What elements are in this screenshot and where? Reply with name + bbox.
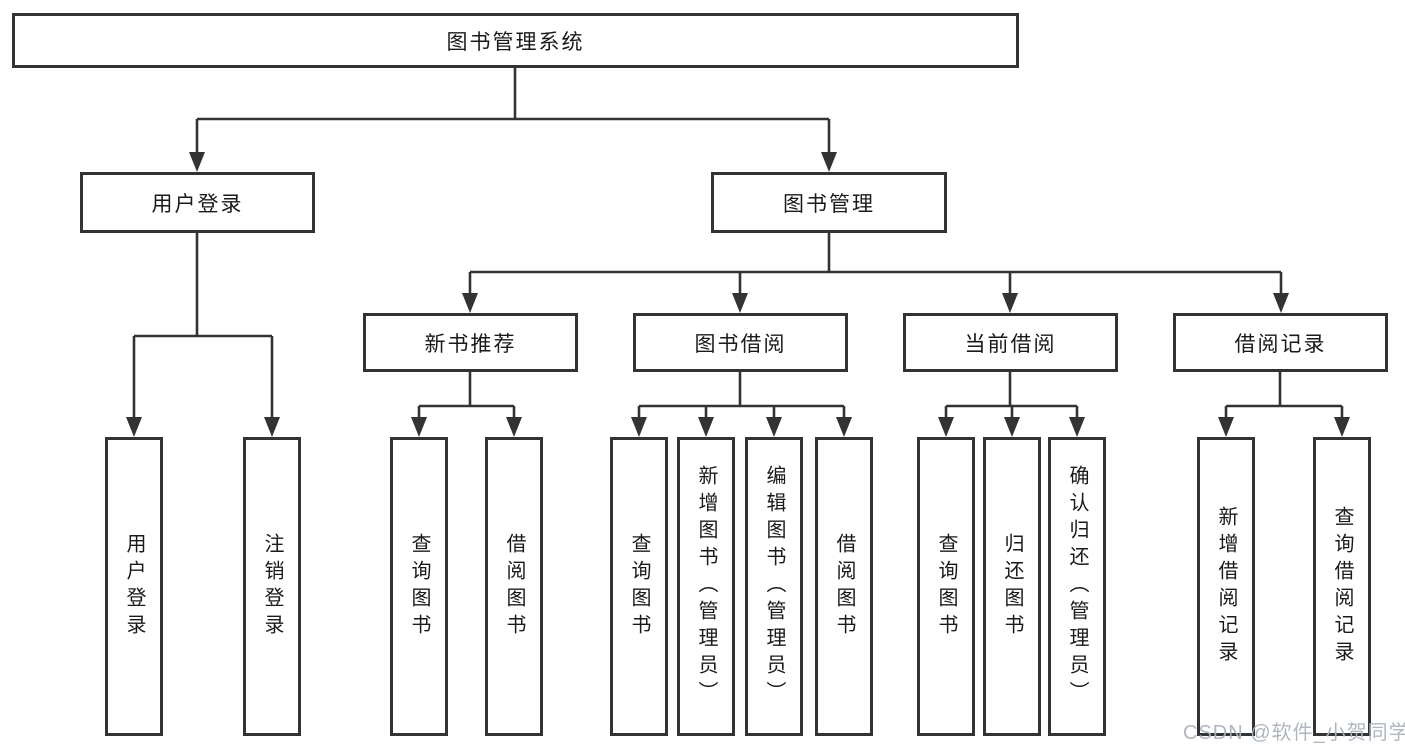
node-borrow-records: 借阅记录 (1173, 313, 1388, 372)
leaf-borrow-books: 借阅图书 (815, 437, 873, 736)
leaf-user-login-label: 用户登录 (123, 532, 145, 641)
leaf-logout-label: 注销登录 (261, 532, 283, 641)
leaf-borrow-query-books: 查询图书 (610, 437, 668, 736)
leaf-borrow-query-books-label: 查询图书 (628, 532, 650, 641)
node-new-book-recommend-label: 新书推荐 (424, 332, 517, 356)
leaf-user-login: 用户登录 (105, 437, 163, 736)
leaf-logout: 注销登录 (243, 437, 301, 736)
leaf-current-query-books-label: 查询图书 (935, 532, 957, 641)
node-book-management-label: 图书管理 (783, 192, 875, 216)
leaf-return-books: 归还图书 (983, 437, 1041, 736)
node-book-management: 图书管理 (711, 172, 947, 233)
leaf-edit-books-admin: 编辑图书（管理员） (745, 437, 803, 736)
leaf-add-borrow-record: 新增借阅记录 (1197, 437, 1255, 736)
node-user-login-label: 用户登录 (151, 192, 244, 216)
leaf-recommend-borrow-books-label: 借阅图书 (503, 532, 525, 641)
arrowheads (126, 152, 1350, 437)
leaf-recommend-query-books-label: 查询图书 (408, 532, 430, 641)
node-user-login: 用户登录 (80, 172, 315, 233)
node-book-borrow-label: 图书借阅 (694, 332, 787, 356)
node-root-label: 图书管理系统 (446, 30, 585, 54)
leaf-query-borrow-record-label: 查询借阅记录 (1331, 505, 1353, 668)
leaf-current-query-books: 查询图书 (917, 437, 975, 736)
leaf-recommend-query-books: 查询图书 (390, 437, 448, 736)
leaf-confirm-return-admin: 确认归还（管理员） (1048, 437, 1106, 736)
node-borrow-records-label: 借阅记录 (1234, 332, 1327, 356)
leaf-confirm-return-admin-label: 确认归还（管理员） (1066, 465, 1088, 708)
node-current-borrow: 当前借阅 (903, 313, 1118, 372)
node-new-book-recommend: 新书推荐 (363, 313, 578, 372)
node-book-borrow: 图书借阅 (633, 313, 848, 372)
leaf-return-books-label: 归还图书 (1001, 532, 1023, 641)
leaf-add-borrow-record-label: 新增借阅记录 (1215, 505, 1237, 668)
leaf-query-borrow-record: 查询借阅记录 (1313, 437, 1371, 736)
leaf-edit-books-admin-label: 编辑图书（管理员） (763, 465, 785, 708)
leaf-borrow-books-label: 借阅图书 (833, 532, 855, 641)
node-root-system: 图书管理系统 (12, 13, 1019, 68)
node-current-borrow-label: 当前借阅 (964, 332, 1057, 356)
leaf-add-books-admin-label: 新增图书（管理员） (695, 465, 717, 708)
leaf-add-books-admin: 新增图书（管理员） (677, 437, 735, 736)
leaf-recommend-borrow-books: 借阅图书 (485, 437, 543, 736)
csdn-watermark: CSDN @软件_小贺同学 (1183, 722, 1405, 744)
